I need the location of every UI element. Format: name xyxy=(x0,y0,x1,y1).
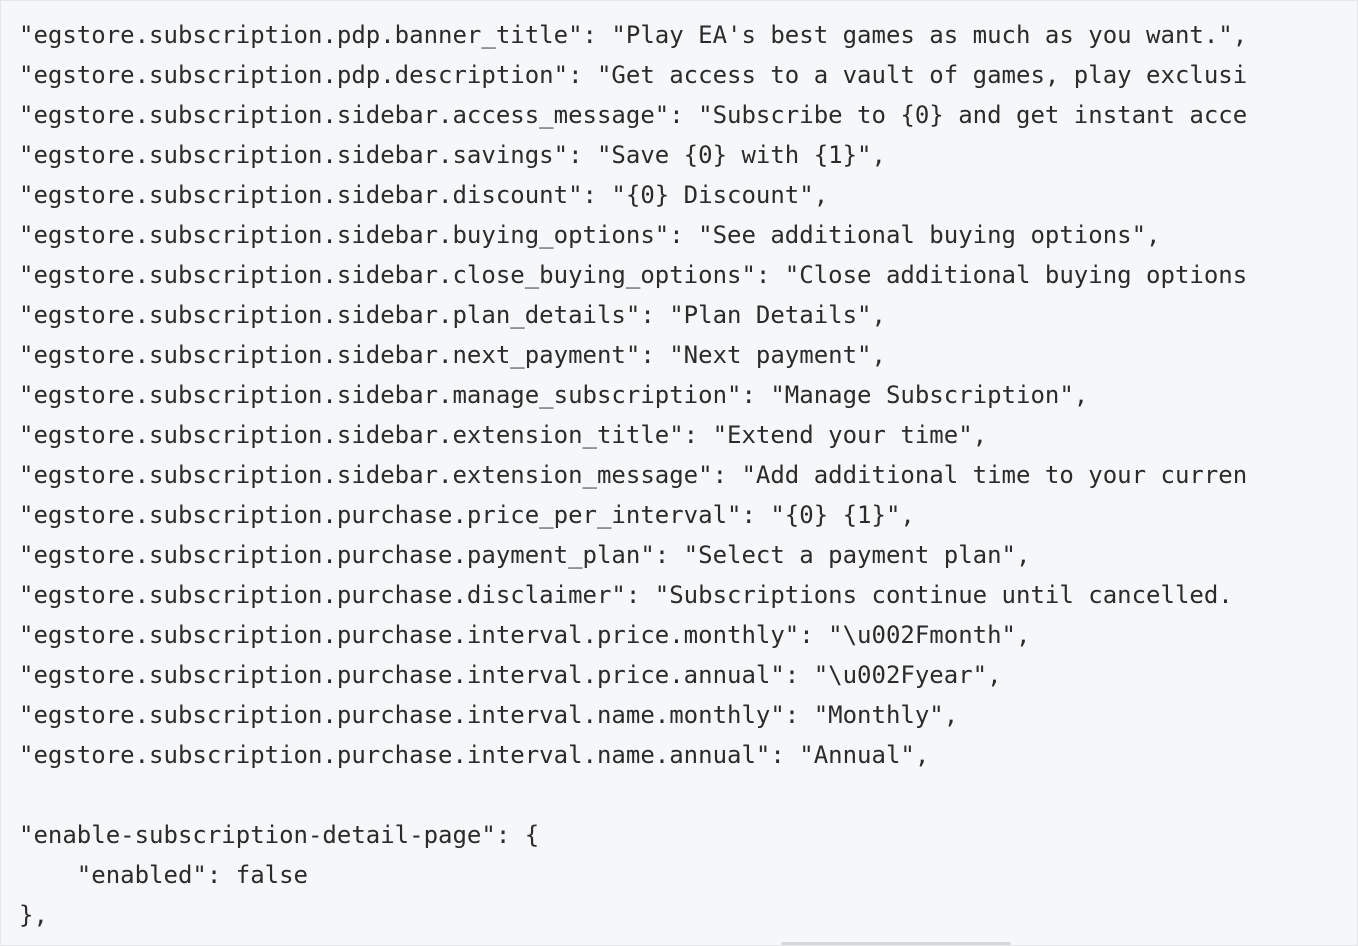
code-line xyxy=(19,775,1357,815)
code-line: "egstore.subscription.purchase.interval.… xyxy=(19,661,1002,689)
code-line: "egstore.subscription.sidebar.next_payme… xyxy=(19,341,886,369)
code-line: "egstore.subscription.sidebar.extension_… xyxy=(19,421,988,449)
horizontal-scrollbar[interactable] xyxy=(781,942,1011,945)
code-line: "egstore.subscription.sidebar.buying_opt… xyxy=(19,221,1161,249)
code-line: "enable-subscription-detail-page": { xyxy=(19,821,540,849)
code-line: "egstore.subscription.pdp.description": … xyxy=(19,61,1248,89)
code-line: }, xyxy=(19,901,48,929)
code-line: "egstore.subscription.purchase.disclaime… xyxy=(19,581,1233,609)
code-line: "egstore.subscription.sidebar.discount":… xyxy=(19,181,829,209)
code-line: "egstore.subscription.sidebar.extension_… xyxy=(19,461,1248,489)
code-line: "egstore.subscription.purchase.price_per… xyxy=(19,501,915,529)
code-line: "enabled": false xyxy=(19,861,308,889)
code-line: "egstore.subscription.sidebar.access_mes… xyxy=(19,101,1248,129)
code-line: "egstore.subscription.purchase.interval.… xyxy=(19,741,930,769)
code-line: "egstore.subscription.pdp.banner_title":… xyxy=(19,21,1248,49)
code-line: "egstore.subscription.purchase.interval.… xyxy=(19,701,959,729)
code-line: "egstore.subscription.sidebar.close_buyi… xyxy=(19,261,1248,289)
code-line: "egstore.subscription.sidebar.plan_detai… xyxy=(19,301,886,329)
code-line: "egstore.subscription.purchase.interval.… xyxy=(19,621,1031,649)
code-line: "egstore.subscription.sidebar.manage_sub… xyxy=(19,381,1089,409)
code-line: "egstore.subscription.purchase.payment_p… xyxy=(19,541,1031,569)
code-line: "egstore.subscription.sidebar.savings": … xyxy=(19,141,886,169)
